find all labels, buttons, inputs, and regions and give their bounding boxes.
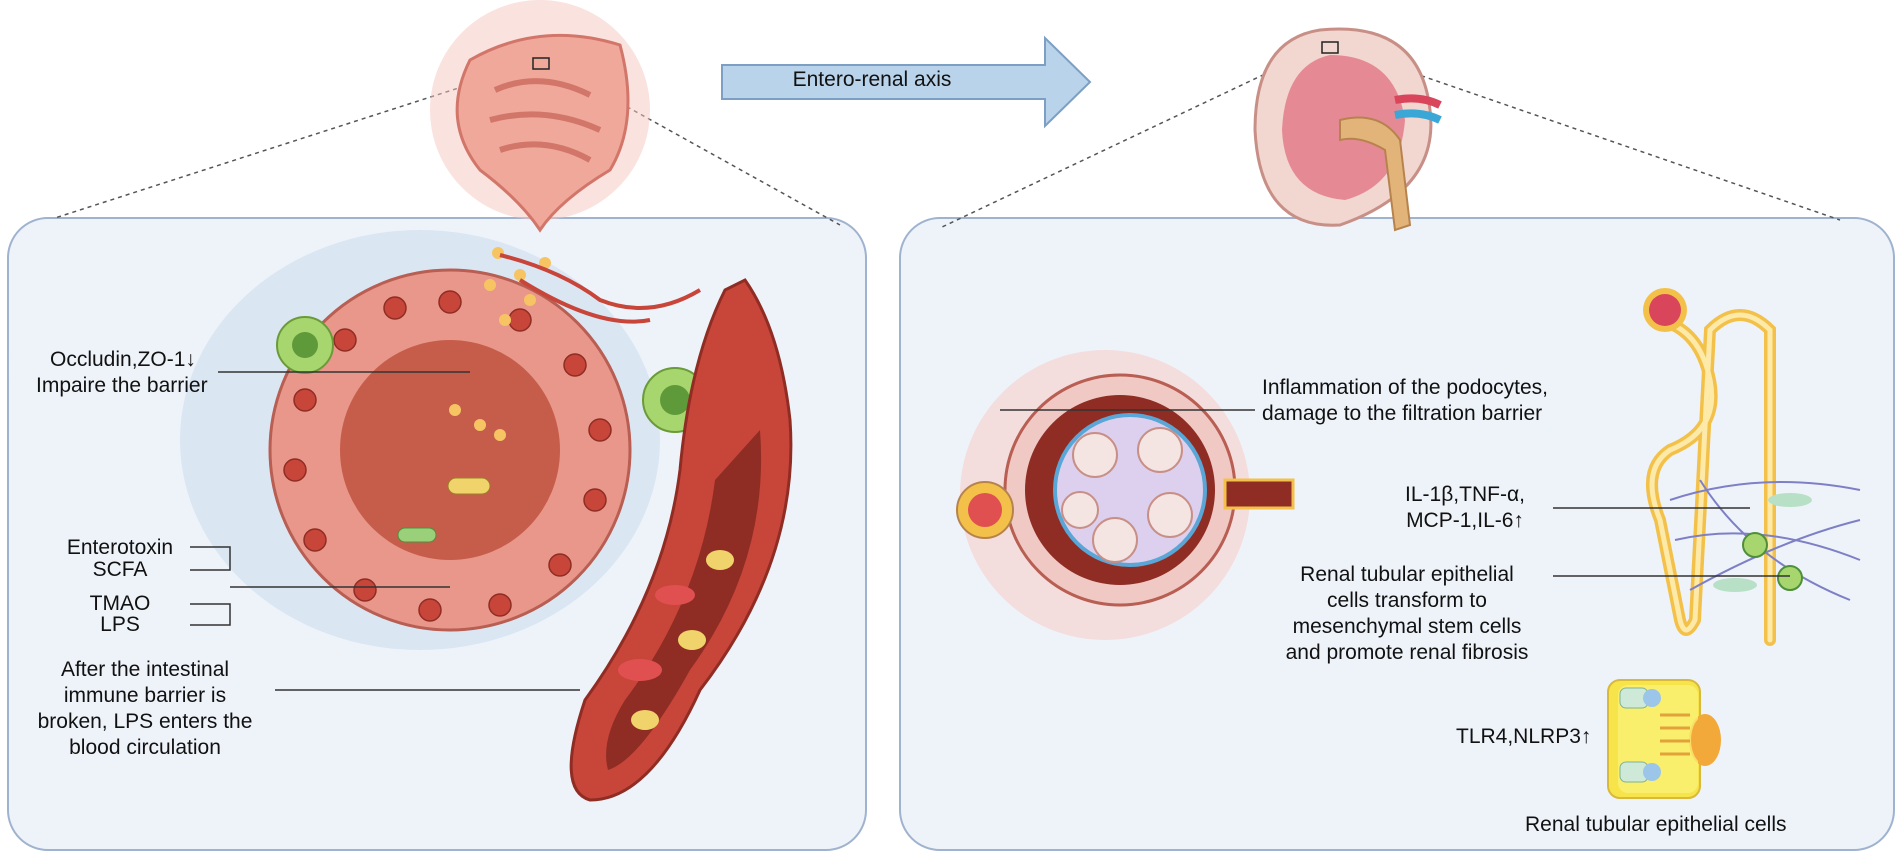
tubular-epithelial-cell xyxy=(1607,679,1721,799)
barrier-text-line-1: After the intestinal xyxy=(60,658,230,681)
podocyte-text-line-1: Inflammation of the podocytes, xyxy=(1262,376,1548,399)
cytokines-line-2: MCP-1,IL-6↑ xyxy=(1406,509,1524,532)
glomerulus-mini-icon xyxy=(1643,288,1687,332)
receptor-label: TLR4,NLRP3↑ xyxy=(1456,725,1592,748)
podocyte-text-line-2: damage to the filtration barrier xyxy=(1262,402,1543,425)
emt-text-line-2: cells transform to xyxy=(1327,589,1487,612)
impaire-barrier-label: Impaire the barrier xyxy=(36,374,208,397)
tubular-cell-caption: Renal tubular epithelial cells xyxy=(1525,813,1787,836)
metabolite-lps: LPS xyxy=(100,613,140,636)
intestine-icon xyxy=(430,0,650,233)
leader-lines xyxy=(190,371,1790,691)
barrier-text-line-2: immune barrier is xyxy=(63,684,227,707)
kidney-icon xyxy=(1253,27,1442,232)
glomerulus xyxy=(956,350,1295,640)
metabolite-tmao: TMAO xyxy=(89,592,151,615)
emt-text-line-1: Renal tubular epithelial xyxy=(1300,563,1514,586)
metabolite-scfa: SCFA xyxy=(92,558,148,581)
nephron-tubule xyxy=(1646,309,1776,646)
occludin-label: Occludin,ZO-1↓ xyxy=(50,348,196,371)
mesenchymal-cell-icons xyxy=(1713,493,1812,592)
entero-renal-axis-label: Entero-renal axis xyxy=(792,68,952,91)
emt-text-line-3: mesenchymal stem cells xyxy=(1292,615,1522,638)
lps-particles xyxy=(449,247,551,441)
metabolite-enterotoxin: Enterotoxin xyxy=(66,536,174,559)
emt-text-line-4: and promote renal fibrosis xyxy=(1285,641,1529,664)
barrier-text-line-4: blood circulation xyxy=(69,736,221,759)
cytokines-line-1: IL-1β,TNF-α, xyxy=(1405,483,1525,506)
blood-vessel xyxy=(499,253,793,802)
entero-renal-arrow xyxy=(721,35,1092,129)
barrier-text-line-3: broken, LPS enters the xyxy=(37,710,253,733)
